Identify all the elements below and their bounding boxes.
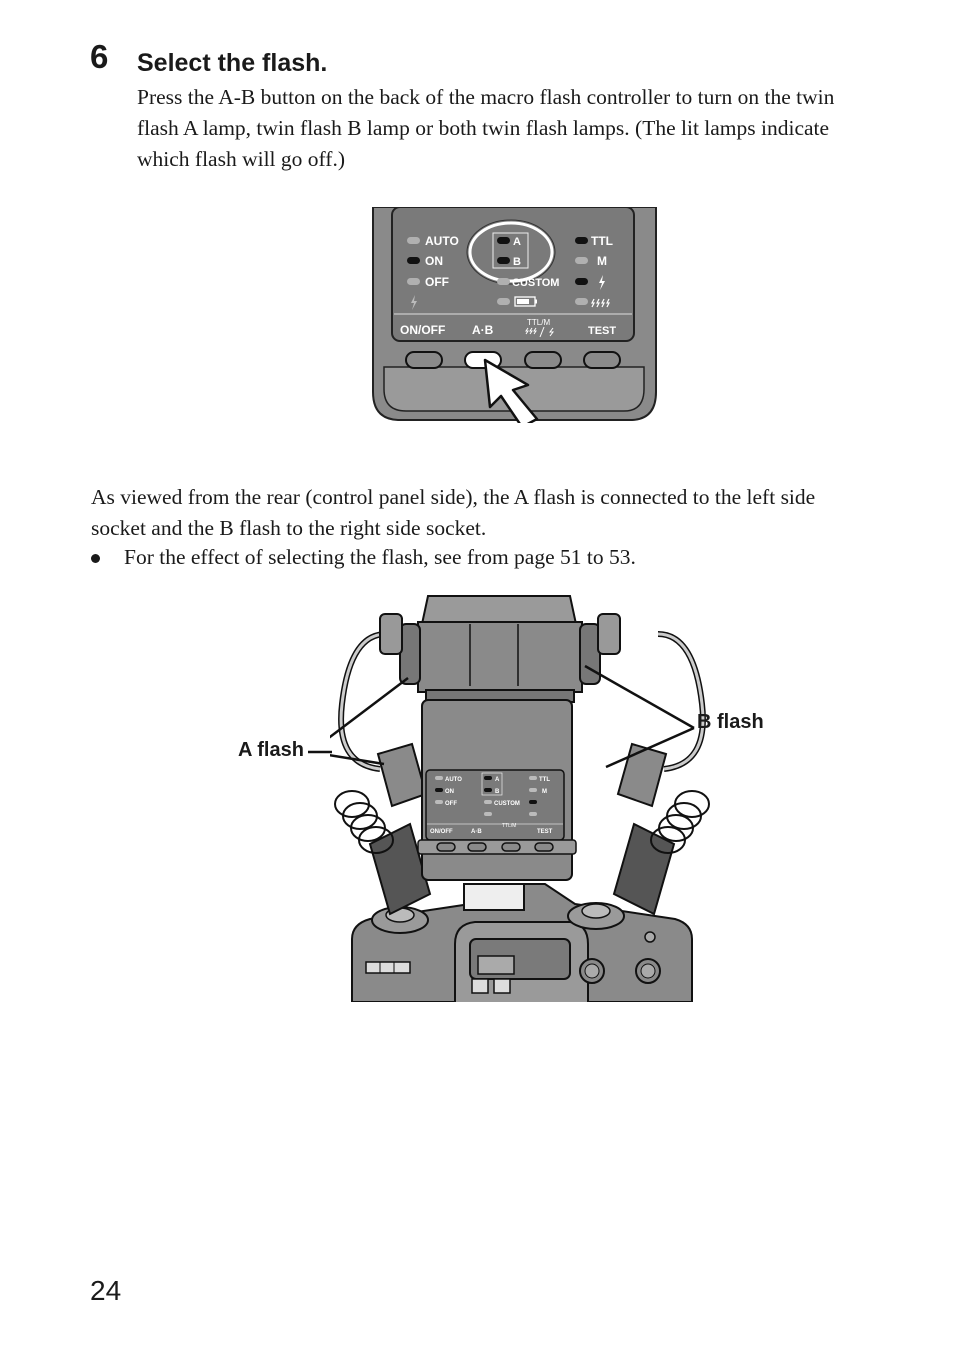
step-title: Select the flash. bbox=[137, 49, 328, 77]
camera-twin-flash-figure: AUTO ON OFF A B CUSTOM TTL M ON/OFF A·B … bbox=[330, 595, 710, 1002]
a-led bbox=[497, 237, 510, 244]
mini-ab-label: A·B bbox=[471, 829, 482, 835]
b-flash-leader-2 bbox=[605, 726, 695, 769]
ab-label: A·B bbox=[472, 323, 494, 337]
test-label: TEST bbox=[588, 325, 616, 337]
b-label: B bbox=[513, 256, 521, 268]
highlight-circle bbox=[468, 221, 554, 283]
flash-icon bbox=[599, 275, 605, 290]
pointer-arrow-icon bbox=[483, 358, 539, 423]
onoff-label: ON/OFF bbox=[400, 323, 445, 337]
multi-flash-icon bbox=[591, 298, 610, 308]
ttlm-button[interactable] bbox=[524, 351, 562, 369]
on-label: ON bbox=[425, 254, 443, 268]
ttlm-icons bbox=[525, 326, 554, 338]
off-label: OFF bbox=[425, 275, 449, 289]
mini-b-label: B bbox=[495, 789, 500, 795]
mini-custom-label: CUSTOM bbox=[494, 801, 520, 807]
ttl-led bbox=[575, 237, 588, 244]
mini-auto-label: AUTO bbox=[445, 777, 462, 783]
mini-a-label: A bbox=[495, 777, 500, 783]
mini-ttlm-label: TTL/M bbox=[502, 823, 516, 829]
off-led bbox=[407, 278, 420, 285]
callout-leaders bbox=[308, 750, 332, 754]
onoff-button[interactable] bbox=[405, 351, 443, 369]
ttl-label: TTL bbox=[591, 234, 613, 248]
lightning-icon bbox=[411, 295, 417, 310]
mini-on-label: ON bbox=[445, 789, 454, 795]
a-flash-leader-1 bbox=[330, 677, 409, 739]
test-button[interactable] bbox=[583, 351, 621, 369]
ttlm-label: TTL/M bbox=[527, 318, 550, 327]
mini-test-label: TEST bbox=[537, 829, 553, 835]
mini-m-label: M bbox=[542, 789, 547, 795]
b-led bbox=[497, 257, 510, 264]
mini-onoff-label: ON/OFF bbox=[430, 829, 453, 835]
m-led bbox=[575, 257, 588, 264]
bullet-text: For the effect of selecting the flash, s… bbox=[124, 545, 636, 569]
mini-ttl-label: TTL bbox=[539, 777, 550, 783]
auto-label: AUTO bbox=[425, 234, 459, 248]
bullet-dot bbox=[91, 554, 100, 563]
custom-led bbox=[497, 278, 510, 285]
m-label: M bbox=[597, 254, 607, 268]
multi-led bbox=[575, 298, 588, 305]
step-number: 6 bbox=[90, 38, 109, 75]
on-led bbox=[407, 257, 420, 264]
step-description: Press the A-B button on the back of the … bbox=[137, 85, 835, 171]
page-number: 24 bbox=[90, 1275, 122, 1306]
a-flash-callout: A flash bbox=[238, 739, 304, 761]
auto-led bbox=[407, 237, 420, 244]
b-flash-leader-1 bbox=[584, 664, 695, 730]
b-flash-callout: B flash bbox=[697, 711, 764, 733]
a-label: A bbox=[513, 236, 521, 248]
connection-paragraph: As viewed from the rear (control panel s… bbox=[91, 485, 816, 540]
custom-label: CUSTOM bbox=[512, 277, 559, 289]
mini-off-label: OFF bbox=[445, 801, 457, 807]
battery-led bbox=[497, 298, 510, 305]
controller-panel-figure: AUTO ON OFF A B CUSTOM TTL M ON/OFF A·B … bbox=[372, 207, 657, 423]
a-flash-leader-2 bbox=[330, 753, 385, 766]
flash-led bbox=[575, 278, 588, 285]
